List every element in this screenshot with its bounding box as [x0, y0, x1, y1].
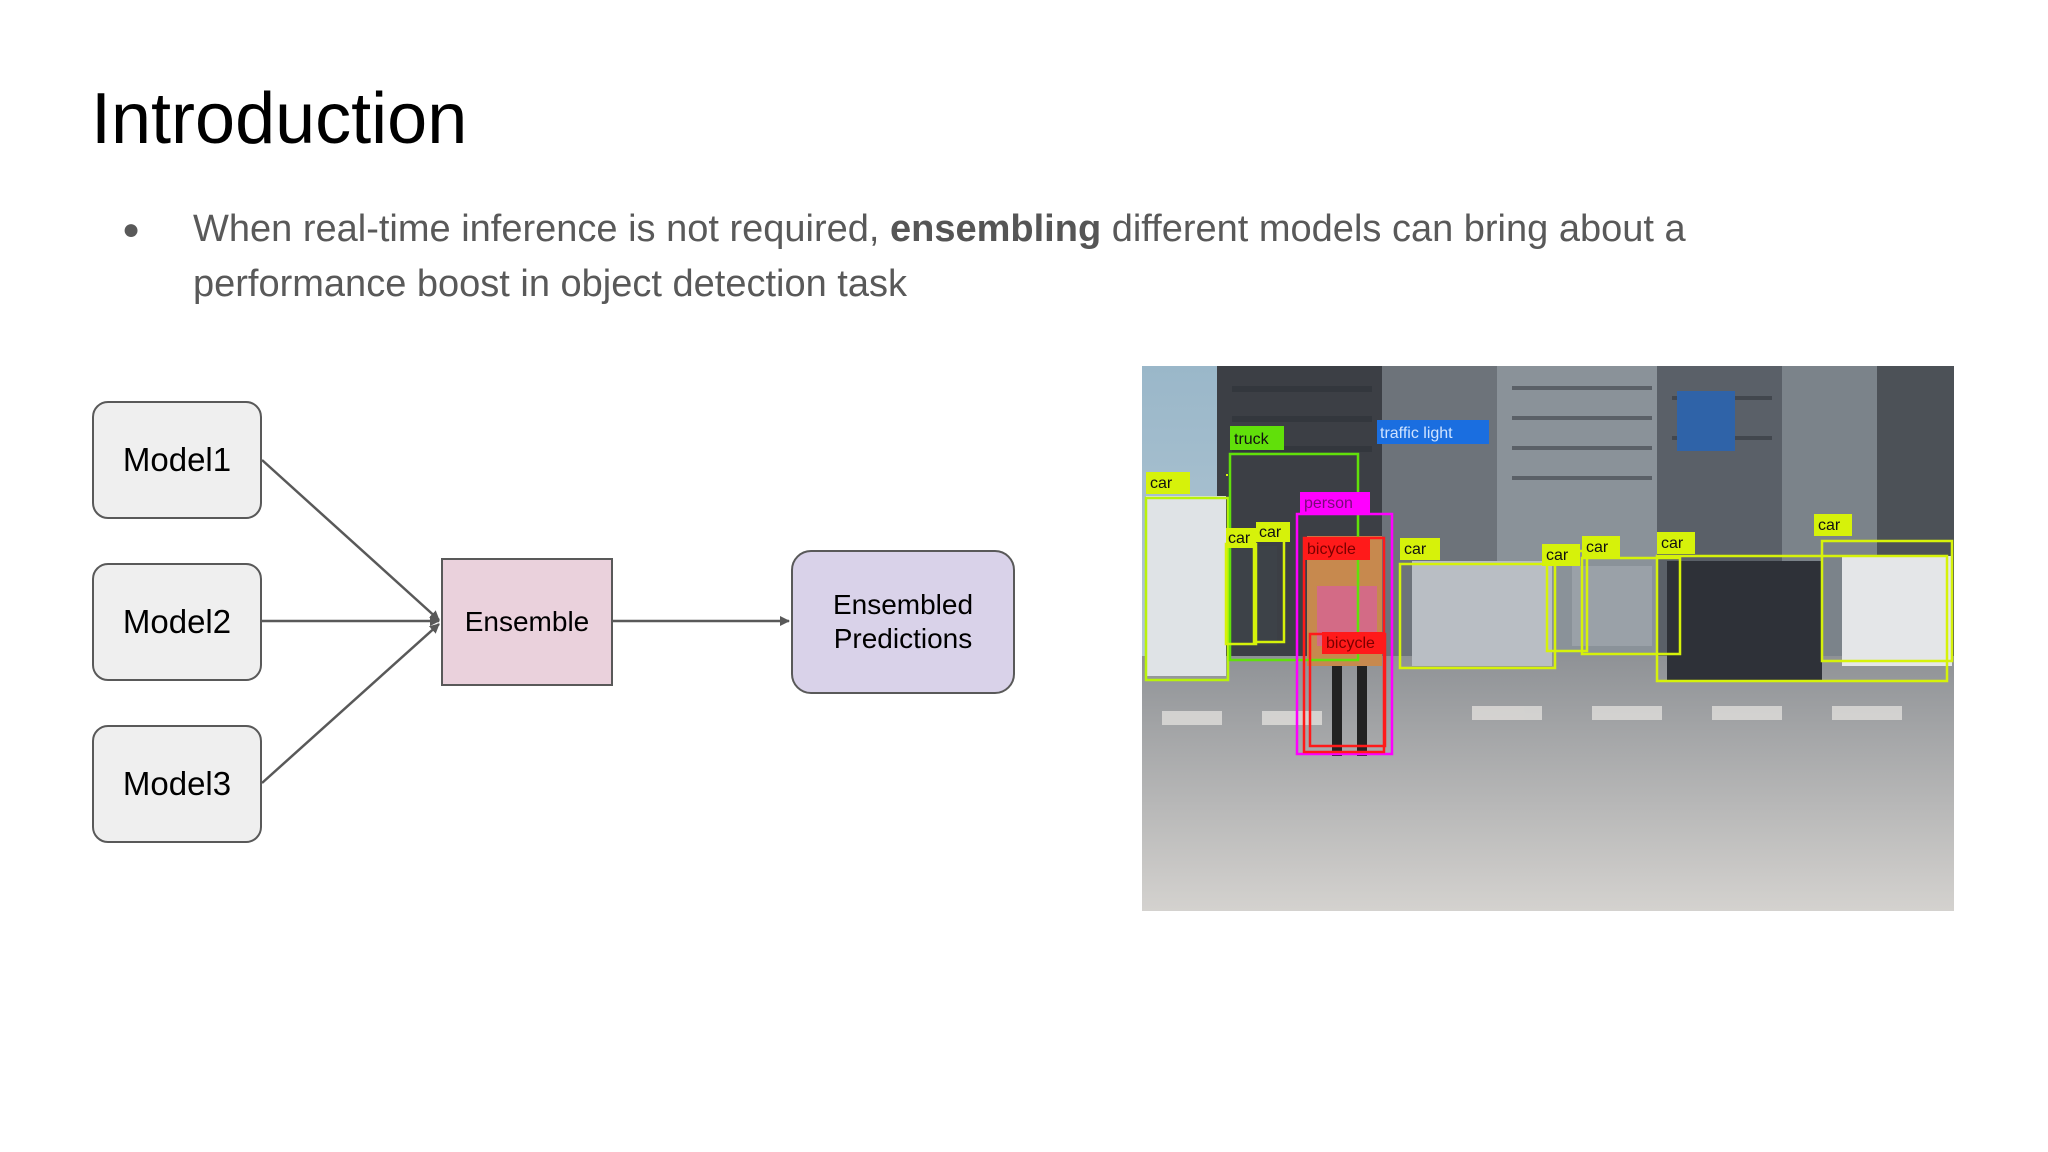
diagram-arrows — [261, 459, 790, 784]
label-car-3: car — [1259, 524, 1282, 541]
bullet-text-suffix: different models can bring about a perfo… — [193, 208, 1686, 305]
label-car-2: car — [1228, 530, 1251, 547]
label-car-6: car — [1586, 539, 1609, 556]
ensembled-predictions-box: Ensembled Predictions — [791, 550, 1015, 694]
label-truck: truck — [1234, 431, 1270, 448]
predictions-line-2: Predictions — [833, 623, 973, 654]
label-bicycle-2: bicycle — [1326, 635, 1375, 652]
predictions-line-1: Ensembled — [832, 589, 974, 620]
label-car-5: car — [1546, 547, 1569, 564]
arrow-model1-to-ensemble — [261, 459, 440, 621]
label-person: person — [1304, 495, 1353, 512]
label-car-7: car — [1661, 535, 1684, 552]
model1-box: Model1 — [92, 401, 262, 519]
model2-box: Model2 — [92, 563, 262, 681]
bullet-text: When real-time inference is not required… — [193, 202, 1883, 312]
model3-box: Model3 — [92, 725, 262, 843]
slide-title: Introduction — [91, 79, 468, 159]
label-bicycle-1: bicycle — [1307, 541, 1356, 558]
ensemble-box: Ensemble — [441, 558, 613, 686]
label-traffic-light: traffic light — [1380, 425, 1453, 442]
label-car-1: car — [1150, 475, 1173, 492]
bullet-dot-icon: ● — [122, 213, 141, 246]
arrow-model3-to-ensemble — [261, 623, 440, 784]
label-car-8: car — [1818, 517, 1841, 534]
bullet-text-bold: ensembling — [890, 208, 1102, 250]
bullet-text-prefix: When real-time inference is not required… — [193, 208, 890, 250]
object-detection-image: truck traffic light car person car car b… — [1142, 366, 1954, 911]
ensemble-diagram: Model1 Model2 Model3 Ensemble Ensembled … — [0, 0, 1100, 900]
label-car-4: car — [1404, 541, 1427, 558]
